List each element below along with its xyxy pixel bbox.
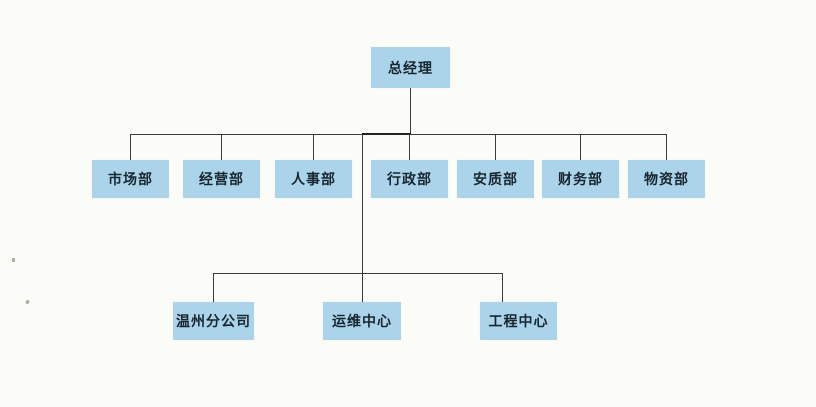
node-general-manager: 总经理 — [371, 47, 450, 88]
connector-level3-feeder — [362, 134, 363, 273]
connector-drop-finance — [580, 134, 581, 160]
connector-drop-marketing — [130, 134, 131, 160]
node-engineering-center: 工程中心 — [480, 302, 557, 340]
connector-level3-horizontal — [213, 273, 503, 274]
node-safety-quality-dept: 安质部 — [457, 160, 534, 198]
scan-speck — [25, 299, 30, 305]
node-admin-dept: 行政部 — [371, 160, 448, 198]
node-marketing-dept: 市场部 — [92, 160, 169, 198]
connector-drop-hr — [313, 134, 314, 160]
node-om-center: 运维中心 — [323, 302, 401, 340]
connector-drop-om-center — [362, 273, 363, 302]
node-hr-dept: 人事部 — [275, 160, 352, 198]
connector-root-vertical — [410, 88, 411, 135]
connector-drop-admin — [409, 134, 410, 160]
connector-drop-wenzhou — [213, 273, 214, 302]
connector-drop-materials — [666, 134, 667, 160]
connector-drop-engineering — [502, 273, 503, 302]
node-materials-dept: 物资部 — [628, 160, 705, 198]
scan-speck — [12, 258, 15, 262]
connector-drop-safety — [495, 134, 496, 160]
node-finance-dept: 财务部 — [542, 160, 619, 198]
connector-drop-business — [221, 134, 222, 160]
node-wenzhou-branch: 温州分公司 — [173, 302, 254, 340]
connector-level2-overlap — [362, 133, 411, 135]
node-business-dept: 经营部 — [183, 160, 260, 198]
